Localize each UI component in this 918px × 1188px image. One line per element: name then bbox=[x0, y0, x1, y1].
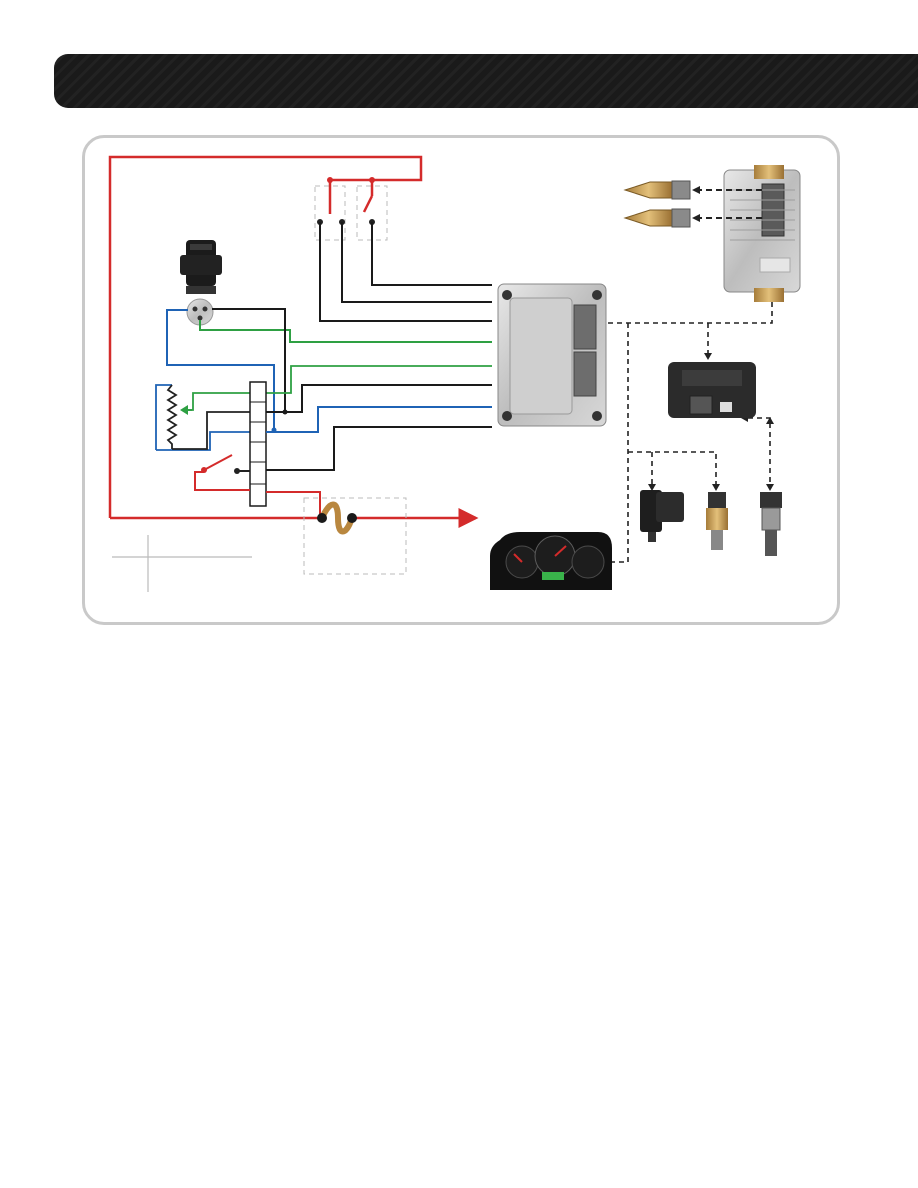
legend-cross bbox=[112, 535, 252, 592]
sensor-1 bbox=[640, 490, 684, 542]
fuse bbox=[266, 492, 406, 574]
fuse-block bbox=[250, 382, 266, 506]
sensor-module bbox=[668, 362, 756, 418]
sensor-2 bbox=[706, 492, 728, 550]
instrument-cluster bbox=[490, 532, 612, 590]
block-to-ecm-wires bbox=[266, 385, 492, 470]
injector-arrows bbox=[692, 186, 700, 222]
ecm bbox=[498, 284, 606, 426]
brake-switch bbox=[195, 455, 250, 490]
sensor-3 bbox=[760, 492, 782, 556]
ignition-switch bbox=[180, 240, 222, 294]
injector-control-module bbox=[724, 165, 800, 302]
fuel-injector-1 bbox=[625, 181, 690, 199]
fuel-injector-2 bbox=[625, 209, 690, 227]
relay-output-wires bbox=[320, 222, 492, 321]
power-wire-main bbox=[110, 157, 476, 518]
